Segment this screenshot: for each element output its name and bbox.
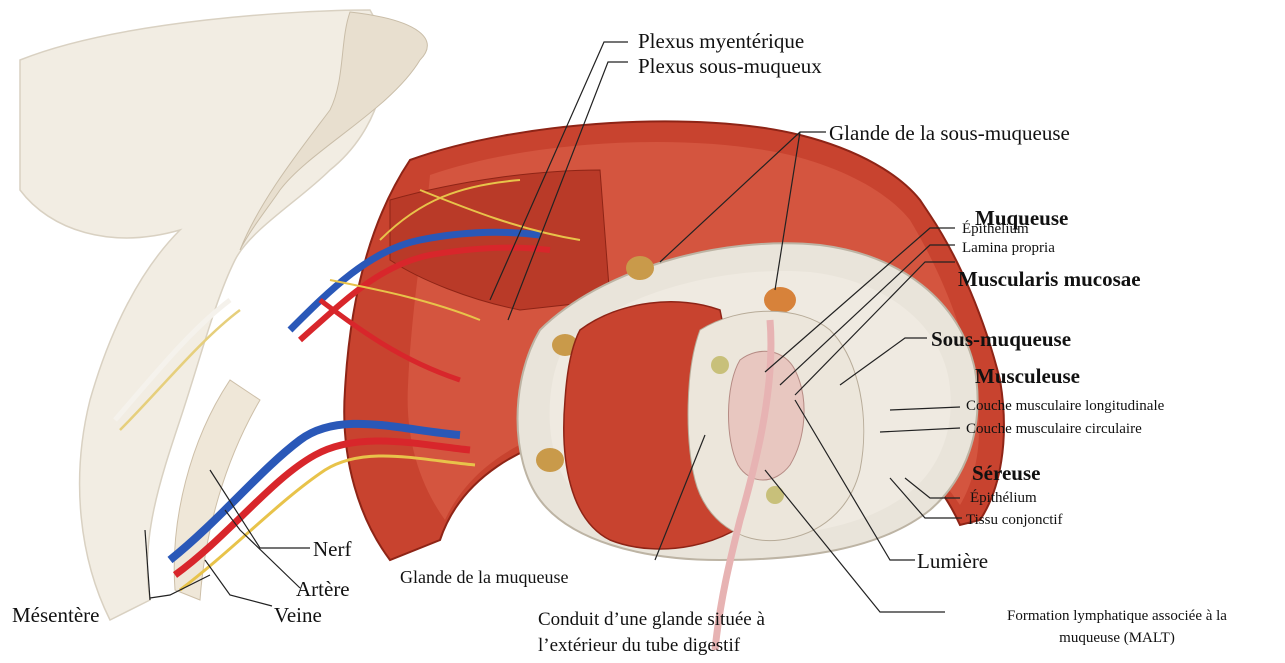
label-glande-muqueuse: Glande de la muqueuse [400,568,568,588]
label-epithelium-muqueuse: Épithélium [962,221,1029,238]
label-conduit-line2: l’extérieur du tube digestif [538,636,740,657]
label-plexus-myenterique: Plexus myentérique [638,30,804,53]
label-malt-line2: muqueuse (MALT) [958,630,1276,647]
label-veine: Veine [274,604,322,627]
label-lamina-propria: Lamina propria [962,240,1055,257]
label-plexus-sous-muqueux: Plexus sous-muqueux [638,55,822,78]
label-muscularis-mucosae: Muscularis mucosae [958,268,1141,291]
label-glande-sous-muqueuse: Glande de la sous-muqueuse [829,122,1070,145]
label-epithelium-sereuse: Épithélium [970,490,1037,507]
label-artere: Artère [296,578,350,601]
label-couche-circulaire: Couche musculaire circulaire [966,421,1142,438]
label-conduit-line1: Conduit d’une glande située à [538,610,765,631]
label-malt-line1: Formation lymphatique associée à la [958,608,1276,625]
label-sous-muqueuse: Sous-muqueuse [931,328,1071,351]
label-sereuse: Séreuse [972,462,1040,485]
label-tissu-conjonctif: Tissu conjonctif [966,512,1063,529]
label-nerf: Nerf [313,538,351,561]
label-musculeuse: Musculeuse [975,365,1080,388]
label-couche-longitudinale: Couche musculaire longitudinale [966,398,1164,415]
label-lumiere: Lumière [917,550,988,573]
label-mesentere: Mésentère [12,604,99,627]
inner-muscle-cylinder [564,302,864,650]
